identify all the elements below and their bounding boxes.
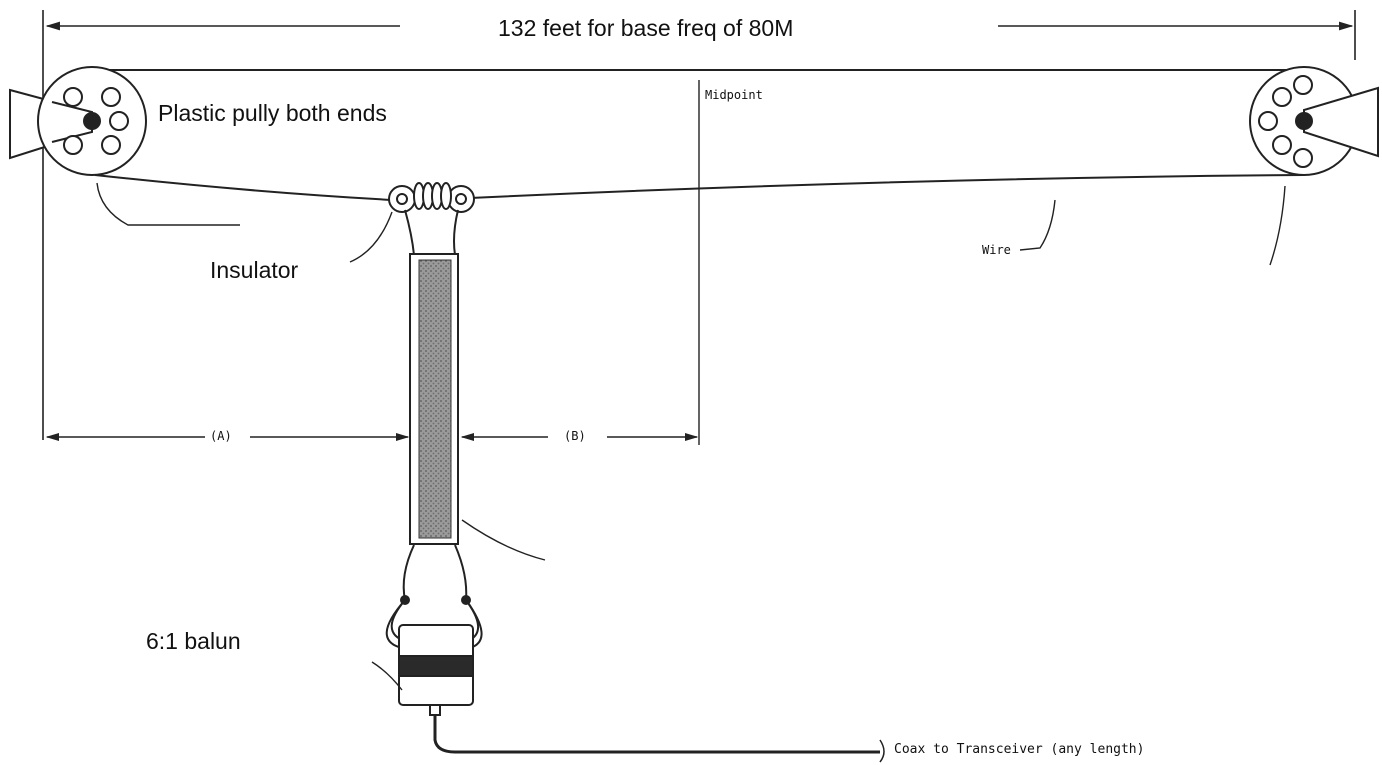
overall-length-dimension: [42, 10, 1356, 440]
pulley-label: Plastic pully both ends: [158, 100, 387, 126]
coax-cable: [433, 715, 885, 763]
right-pulley: [1249, 66, 1379, 176]
segment-b-label: (B): [564, 429, 586, 443]
insulator: [388, 182, 475, 213]
midpoint-label: Midpoint: [705, 88, 763, 102]
insulator-label: Insulator: [210, 257, 299, 283]
balun: [398, 624, 474, 716]
balun-label: 6:1 balun: [146, 628, 241, 654]
title-label: 132 feet for base freq of 80M: [498, 15, 794, 41]
segment-a-label: (A): [210, 429, 232, 443]
leader-lines: [96, 182, 1286, 691]
coax-label: Coax to Transceiver (any length): [894, 742, 1145, 757]
wire-label: Wire: [982, 243, 1011, 257]
ladder-line: [385, 209, 483, 649]
left-pulley: [9, 66, 147, 176]
antenna-wire: [94, 174, 1305, 201]
